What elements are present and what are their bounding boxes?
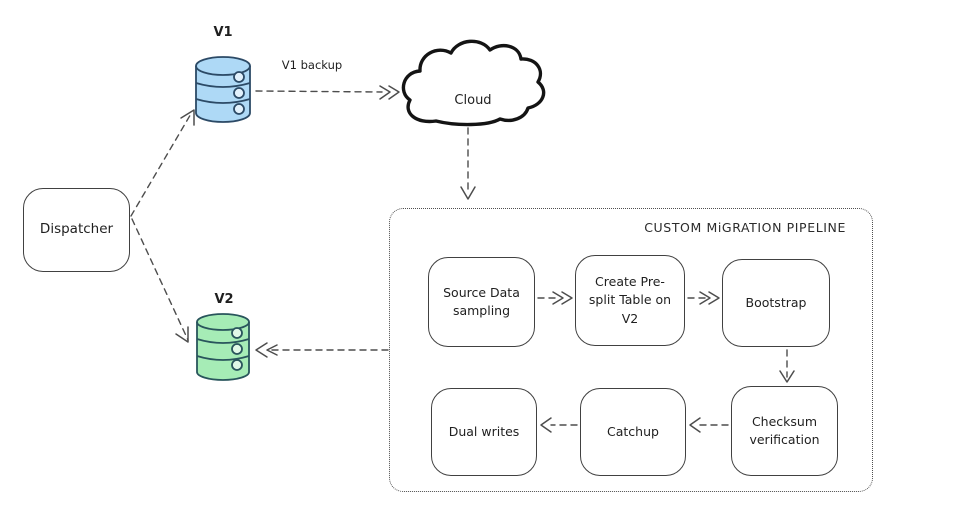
v1-backup-edge-label: V1 backup [281,58,343,72]
node-catchup-label: Catchup [607,423,659,439]
edge-dispatcher-v1 [130,109,195,217]
edge-dispatcher-v2 [131,218,189,343]
node-bootstrap-label: Bootstrap [745,294,807,310]
node-create-presplit-table-label: Create Pre-split Table on V2 [588,274,672,326]
v1-database-icon [195,56,251,123]
node-source-data-sampling-label: Source Data sampling [443,284,520,318]
v2-label: V2 [214,292,234,307]
pipeline-title: CUSTOM MiGRATION PIPELINE [644,220,846,235]
node-catchup: Catchup [580,388,686,476]
node-source-data-sampling: Source Data sampling [428,257,535,347]
pipeline-group: CUSTOM MiGRATION PIPELINE [389,208,873,492]
v2-database-icon [196,313,250,381]
edge-cloud-pipeline [460,127,476,200]
edge-pipeline-v2 [255,342,389,358]
node-create-presplit-table: Create Pre-split Table on V2 [575,255,685,346]
v1-label: V1 [213,25,233,40]
node-dual-writes-label: Dual writes [448,423,520,439]
node-checksum-verification: Checksum verification [731,386,838,476]
cloud-label: Cloud [454,93,492,108]
edge-v1-cloud [255,85,400,100]
cloud-shape [401,39,546,127]
node-bootstrap: Bootstrap [722,259,830,347]
node-dispatcher: Dispatcher [23,188,130,272]
node-checksum-verification-label: Checksum verification [749,413,820,447]
node-dual-writes: Dual writes [431,388,537,476]
node-dispatcher-label: Dispatcher [39,221,114,238]
